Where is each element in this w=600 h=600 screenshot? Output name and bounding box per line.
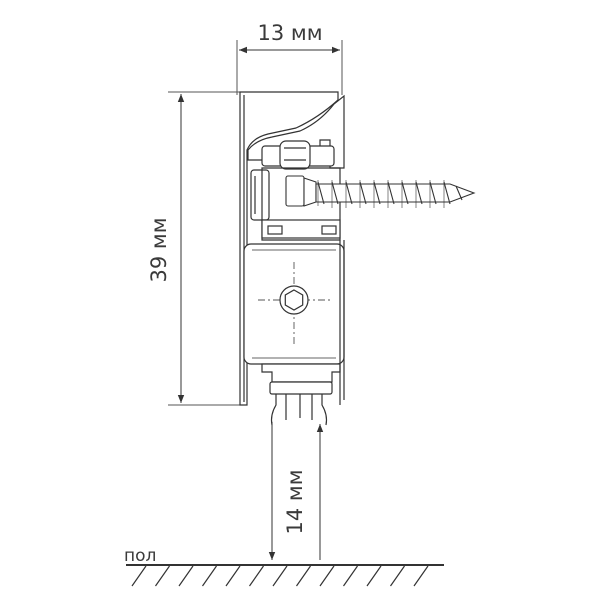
screw-head-housing bbox=[279, 140, 311, 170]
side-block bbox=[250, 169, 270, 221]
width-dimension: 13 мм bbox=[236, 21, 343, 95]
gap-label: 14 мм bbox=[283, 469, 307, 534]
hex-socket-icon bbox=[284, 289, 304, 311]
hatch-stroke bbox=[249, 565, 264, 587]
top-cap bbox=[247, 94, 345, 169]
hatch-stroke bbox=[178, 565, 194, 587]
lower-carrier bbox=[261, 363, 341, 383]
hatch-stroke bbox=[202, 565, 217, 587]
floor: пол bbox=[124, 546, 444, 587]
width-label: 13 мм bbox=[257, 21, 322, 45]
floor-hatching bbox=[131, 565, 429, 587]
height-dimension: 39 мм bbox=[147, 91, 245, 406]
hatch-stroke bbox=[155, 565, 170, 587]
wood-screw-threads bbox=[317, 181, 463, 205]
wood-screw-head bbox=[285, 175, 305, 207]
hatch-stroke bbox=[390, 565, 405, 587]
hatch-stroke bbox=[296, 565, 311, 587]
hatch-stroke bbox=[272, 565, 288, 587]
outer-shell bbox=[239, 91, 339, 406]
hatch-stroke bbox=[319, 565, 335, 587]
hatch-stroke bbox=[366, 565, 382, 587]
gap-dimension: 14 мм bbox=[268, 422, 324, 560]
wood-screw bbox=[285, 175, 476, 208]
hatch-stroke bbox=[131, 565, 147, 587]
seal-profile bbox=[239, 91, 345, 426]
wood-screw-shank bbox=[315, 183, 476, 203]
adjusting-screw bbox=[258, 262, 330, 346]
height-label: 39 мм bbox=[147, 217, 171, 282]
seal-fingers bbox=[270, 394, 328, 426]
floor-label: пол bbox=[124, 546, 156, 566]
hatch-stroke bbox=[343, 565, 358, 587]
hatch-stroke bbox=[225, 565, 241, 587]
hatch-stroke bbox=[413, 565, 429, 587]
